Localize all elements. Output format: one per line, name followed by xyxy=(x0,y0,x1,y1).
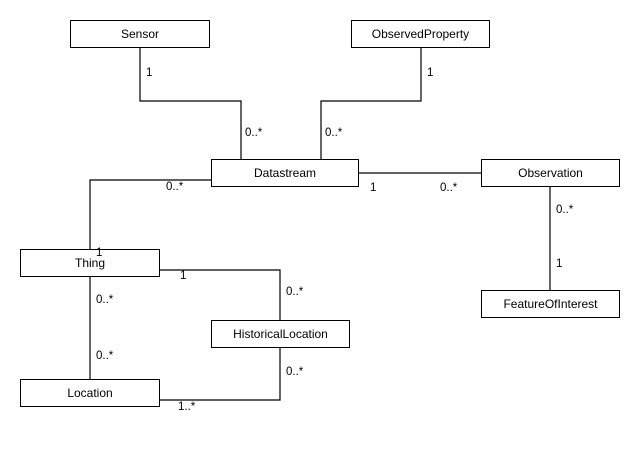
multiplicity-label-sensor-datastream-sensor: 1 xyxy=(146,67,153,79)
association-line-datastream-thing xyxy=(89,179,212,250)
class-box-observedproperty[interactable]: ObservedProperty xyxy=(351,20,490,48)
multiplicity-label-observation-featureofinterest-observation: 0..* xyxy=(556,204,574,216)
class-label-location: Location xyxy=(67,386,113,400)
class-box-datastream[interactable]: Datastream xyxy=(211,159,359,187)
multiplicity-label-thing-historicallocation-historicallocation: 0..* xyxy=(286,286,304,298)
multiplicity-label-datastream-observation-observation: 0..* xyxy=(440,182,458,194)
class-label-observedproperty: ObservedProperty xyxy=(371,27,470,41)
class-box-sensor[interactable]: Sensor xyxy=(70,20,210,48)
class-label-datastream: Datastream xyxy=(253,166,317,180)
multiplicity-label-thing-location-thing: 0..* xyxy=(96,294,114,306)
class-label-thing: Thing xyxy=(74,256,106,270)
multiplicity-label-thing-historicallocation-thing: 1 xyxy=(180,270,187,282)
class-box-location[interactable]: Location xyxy=(20,379,160,407)
class-box-featureofinterest[interactable]: FeatureOfInterest xyxy=(481,290,620,318)
multiplicity-label-datastream-thing-thing: 1 xyxy=(96,247,103,259)
multiplicity-label-location-historicallocation-location: 1..* xyxy=(178,401,196,413)
multiplicity-label-observedproperty-datastream-datastream: 0..* xyxy=(325,127,343,139)
multiplicity-label-observation-featureofinterest-featureofinterest: 1 xyxy=(556,258,563,270)
class-label-sensor: Sensor xyxy=(120,27,160,41)
multiplicity-label-datastream-observation-datastream: 1 xyxy=(370,182,377,194)
association-line-thing-historicallocation xyxy=(159,269,281,321)
class-box-thing[interactable]: Thing xyxy=(20,249,160,277)
multiplicity-label-thing-location-location: 0..* xyxy=(96,350,114,362)
multiplicity-label-datastream-thing-datastream: 0..* xyxy=(166,181,184,193)
association-line-observedproperty-datastream xyxy=(320,47,422,160)
association-line-sensor-datastream xyxy=(139,47,242,160)
class-box-observation[interactable]: Observation xyxy=(481,159,620,187)
association-line-location-historicallocation xyxy=(159,347,281,401)
multiplicity-label-observedproperty-datastream-observedproperty: 1 xyxy=(427,67,434,79)
class-label-historicallocation: HistoricalLocation xyxy=(233,327,328,341)
class-label-featureofinterest: FeatureOfInterest xyxy=(503,297,598,311)
class-label-observation: Observation xyxy=(518,166,583,180)
multiplicity-label-sensor-datastream-datastream: 0..* xyxy=(245,127,263,139)
class-box-historicallocation[interactable]: HistoricalLocation xyxy=(211,320,350,348)
multiplicity-label-location-historicallocation-historicallocation: 0..* xyxy=(286,366,304,378)
